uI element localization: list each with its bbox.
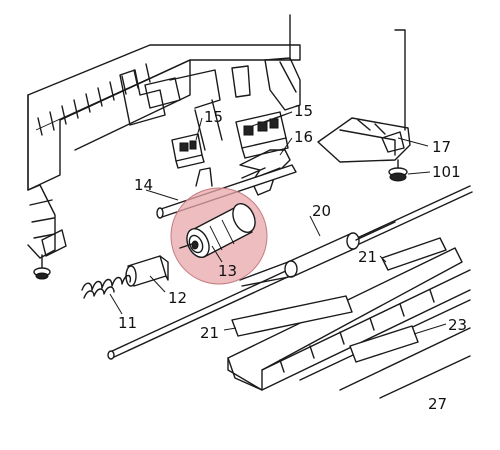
callout-labels: 15 15 16 17 101 14 20 21 13 12 11 21 23 … <box>118 102 467 413</box>
callout-20: 20 <box>312 202 331 220</box>
sheet-21-lower <box>231 295 353 337</box>
sheet-21-upper <box>381 237 447 271</box>
callout-11: 11 <box>118 314 137 332</box>
screw-left <box>33 254 51 280</box>
sensor-15-right <box>235 111 289 159</box>
callout-14: 14 <box>134 176 153 194</box>
sheet-23 <box>349 325 419 363</box>
screw-101 <box>388 159 408 182</box>
callout-13: 13 <box>218 262 237 280</box>
callout-15b: 15 <box>294 102 313 120</box>
bracket-17 <box>289 14 411 163</box>
callout-21b: 21 <box>200 324 219 342</box>
callout-27: 27 <box>428 395 447 413</box>
callout-15a: 15 <box>204 108 223 126</box>
lower-frame <box>227 247 471 399</box>
upper-frame <box>27 44 301 259</box>
roller-20 <box>239 221 396 287</box>
callout-12: 12 <box>168 289 187 307</box>
callout-16: 16 <box>294 128 313 146</box>
callout-21a: 21 <box>358 248 377 266</box>
callout-23: 23 <box>448 316 467 334</box>
roller-13-highlight <box>170 187 268 285</box>
leader-lines <box>109 111 447 335</box>
callout-17: 17 <box>432 138 451 156</box>
sensor-15-left <box>171 133 205 169</box>
spring-11 <box>81 274 132 299</box>
callout-101: 101 <box>432 163 461 181</box>
bushing-12 <box>125 255 169 287</box>
